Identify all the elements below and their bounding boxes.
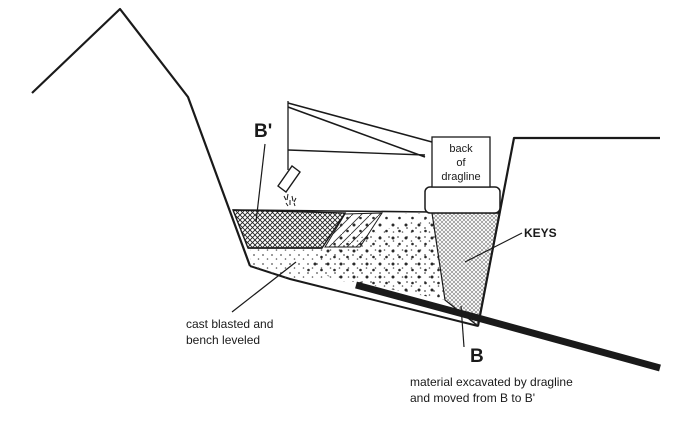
keys-label: KEYS (524, 226, 557, 240)
dragline-label-line3: dragline (441, 171, 481, 183)
dragline-cab-box (431, 136, 491, 188)
cast-blasted-label: cast blasted and bench leveled (186, 316, 273, 348)
cast-blasted-line1: cast blasted and (186, 317, 274, 331)
dragline-track-base (424, 186, 501, 214)
hatched-wedge-zone (324, 212, 383, 248)
dragline-drag-cable (287, 149, 426, 156)
dragline-label-line2: of (456, 157, 466, 169)
b-prime-leader-line (255, 143, 266, 223)
dragline-label: back of dragline (432, 142, 490, 184)
cast-blasted-leader-line (231, 261, 297, 313)
falling-material-marks (283, 193, 297, 207)
keys-leader-line (464, 232, 523, 263)
b-leader-line (460, 305, 465, 348)
dragline-boom-lower (287, 106, 426, 158)
dragline-boom-upper (287, 102, 433, 143)
cast-blasted-line2: bench leveled (186, 333, 261, 347)
coal-seam-band (355, 281, 661, 372)
dragline-label-line1: back (449, 143, 473, 155)
material-excavated-line1: material excavated by dragline (410, 375, 573, 389)
material-excavated-line2: and moved from B to B' (410, 391, 536, 405)
material-excavated-label: material excavated by dragline and moved… (410, 374, 573, 406)
b-label: B (470, 346, 484, 367)
right-highwall-outline (476, 136, 660, 327)
dragline-bucket (277, 165, 301, 193)
b-prime-label: B' (254, 121, 273, 142)
left-ridge-outline (31, 7, 252, 267)
